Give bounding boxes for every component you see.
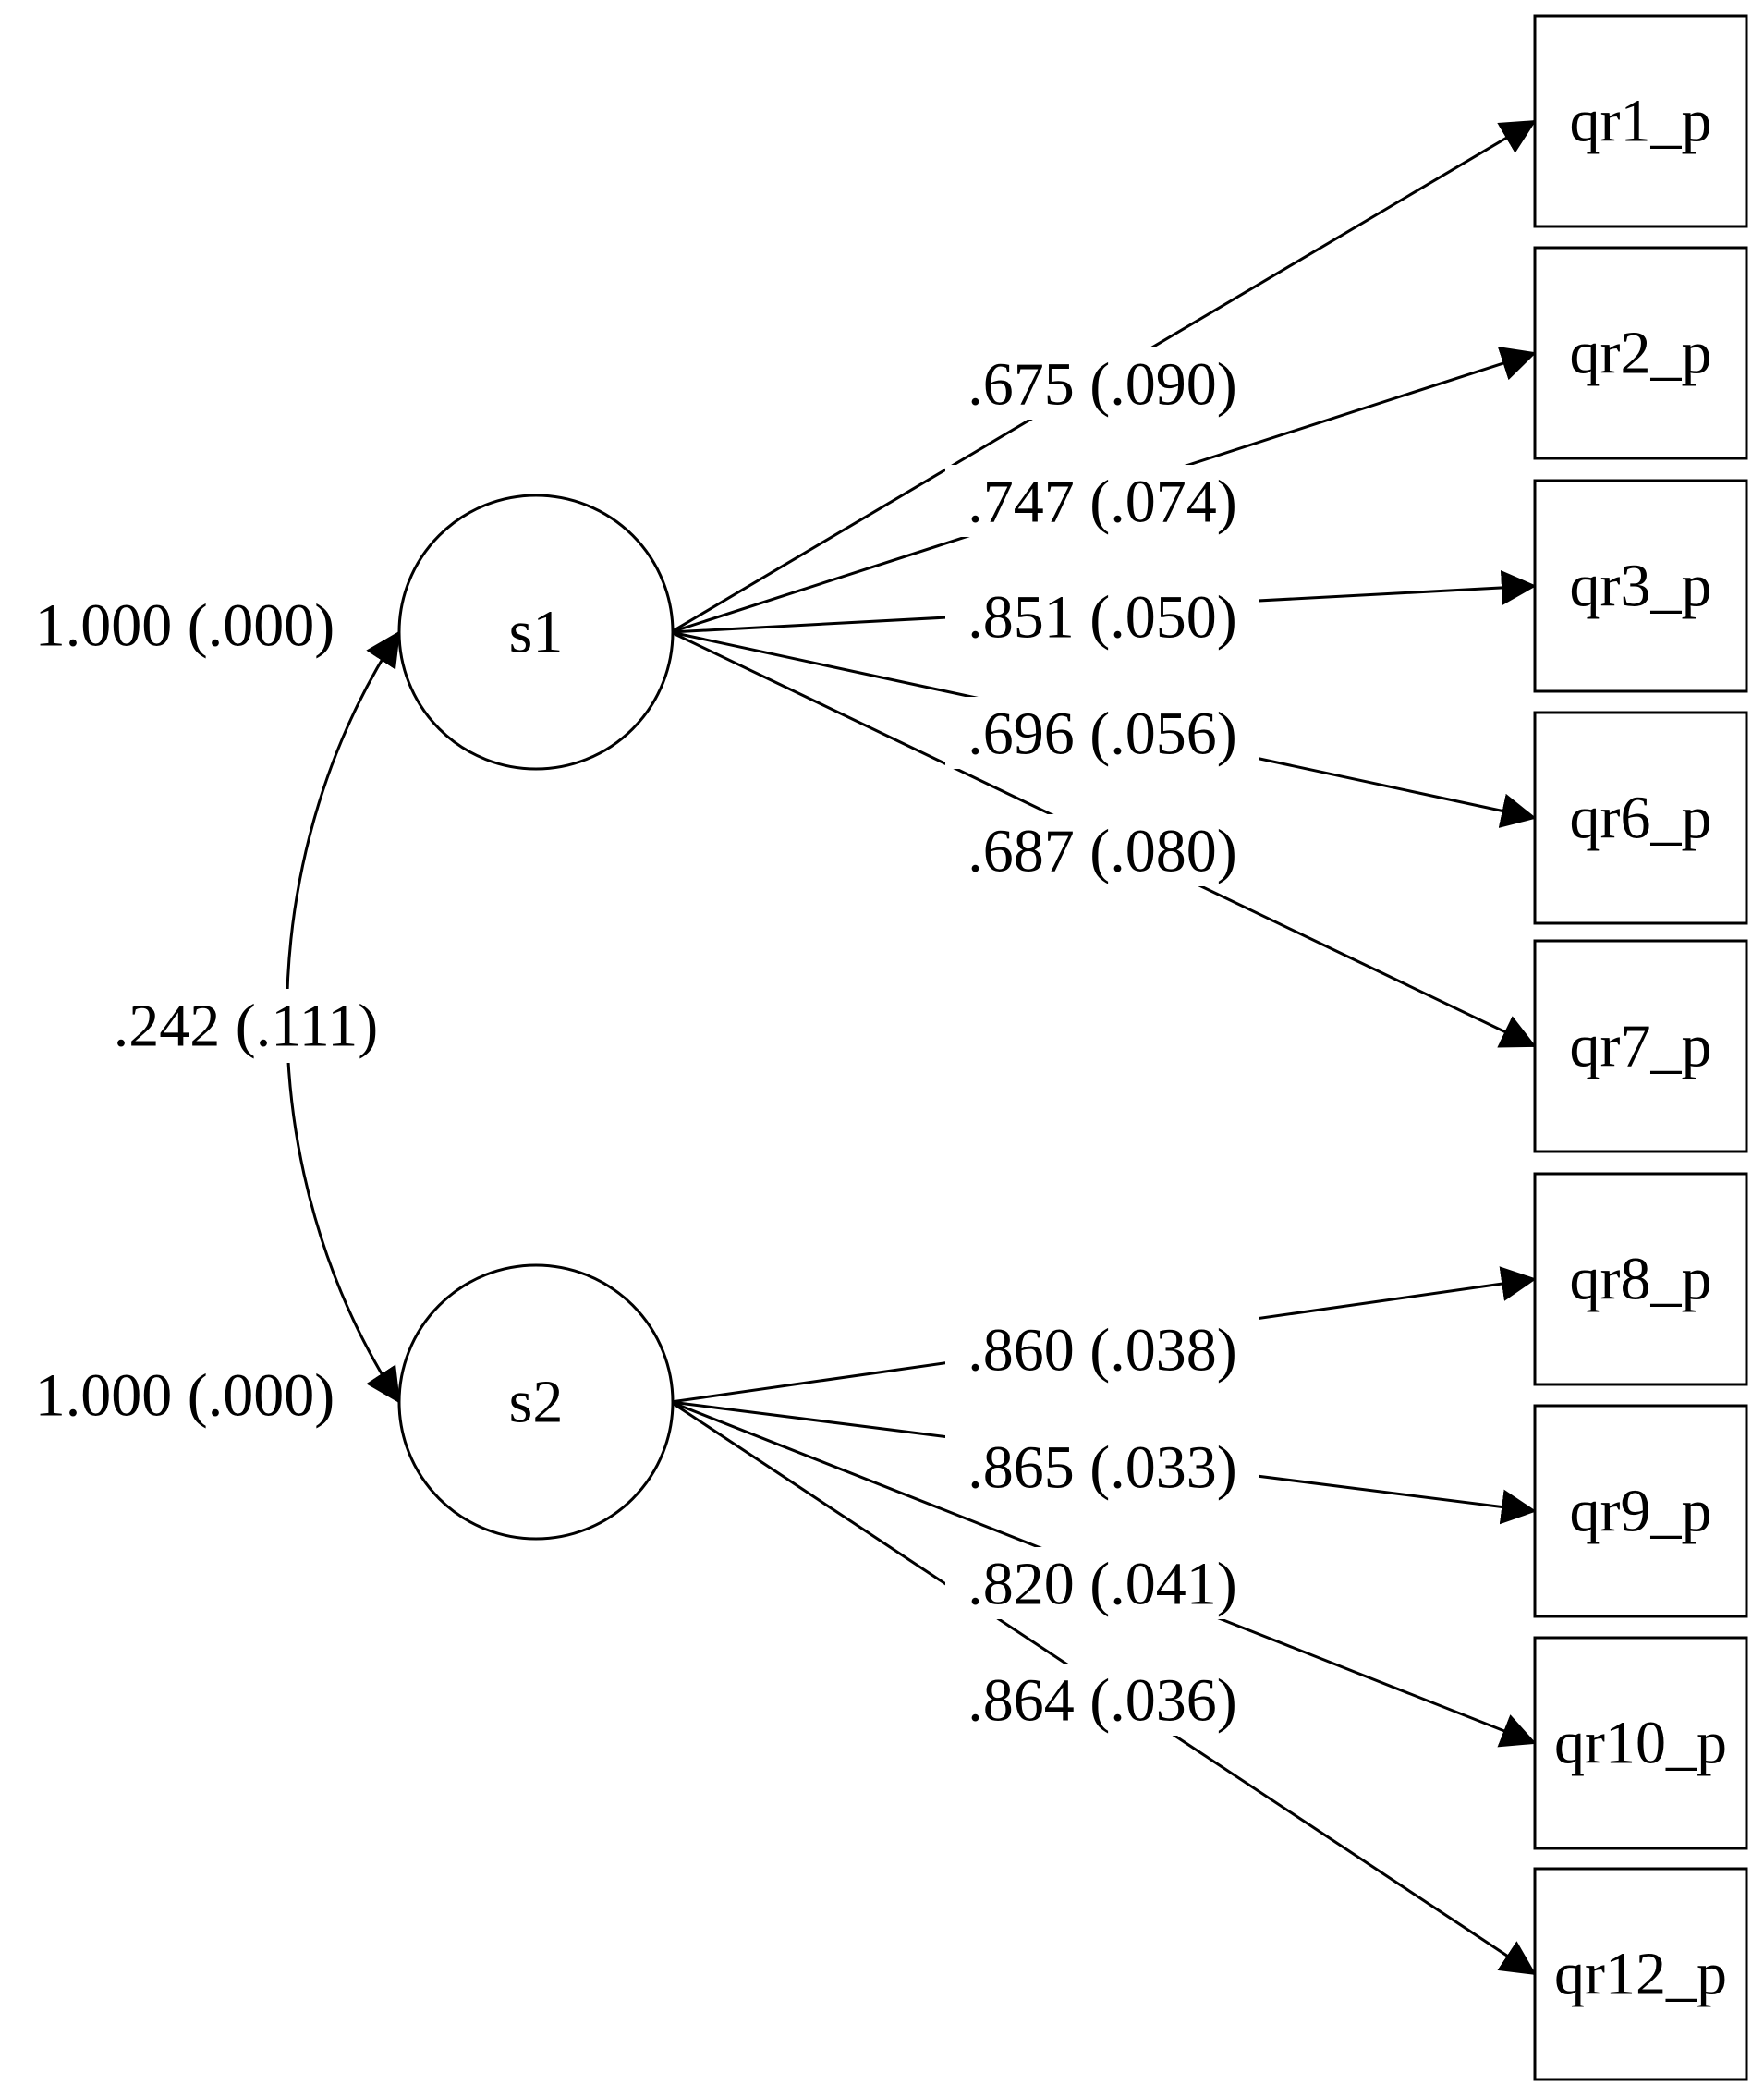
loading-label-qr6_p: .696 (.056) — [967, 701, 1236, 768]
loading-label-bg-qr3_p — [945, 580, 1259, 652]
indicator-label-qr8_p: qr8_p — [1570, 1246, 1712, 1313]
indicator-box-qr2_p — [1533, 246, 1748, 460]
loading-label-qr12_p: .864 (.036) — [967, 1667, 1236, 1735]
loading-label-qr8_p: .860 (.038) — [967, 1317, 1236, 1384]
indicator-label-qr12_p: qr12_p — [1554, 1941, 1727, 2008]
indicator-label-qr2_p: qr2_p — [1570, 320, 1712, 387]
loading-label-bg-qr6_p — [945, 697, 1259, 769]
loading-label-qr7_p: .687 (.080) — [967, 818, 1236, 885]
loading-label-qr10_p: .820 (.041) — [967, 1551, 1236, 1618]
loading-label-bg-qr12_p — [945, 1664, 1259, 1736]
indicator-label-qr7_p: qr7_p — [1570, 1013, 1712, 1080]
indicator-box-qr3_p — [1533, 479, 1748, 693]
indicator-box-qr12_p — [1533, 1867, 1748, 2081]
indicator-box-qr10_p — [1533, 1636, 1748, 1850]
indicator-box-qr1_p — [1533, 14, 1748, 228]
loading-label-bg-qr2_p — [945, 465, 1259, 537]
loading-label-qr1_p: .675 (.090) — [967, 351, 1236, 419]
indicator-label-qr6_p: qr6_p — [1570, 785, 1712, 852]
indicator-box-qr7_p — [1533, 939, 1748, 1153]
covariance-label-bg — [92, 989, 397, 1063]
indicator-box-qr9_p — [1533, 1404, 1748, 1618]
loading-label-bg-qr1_p — [945, 347, 1259, 420]
indicator-label-qr10_p: qr10_p — [1554, 1710, 1727, 1777]
indicator-label-qr9_p: qr9_p — [1570, 1478, 1712, 1545]
loading-label-qr2_p: .747 (.074) — [967, 469, 1236, 536]
indicator-box-qr8_p — [1533, 1172, 1748, 1386]
indicator-label-qr1_p: qr1_p — [1570, 88, 1712, 155]
latent-label-s1: s1 — [509, 599, 564, 666]
latent-s2 — [397, 1263, 675, 1541]
loading-label-qr3_p: .851 (.050) — [967, 584, 1236, 652]
variance-label-s1: 1.000 (.000) — [35, 592, 335, 660]
loading-label-bg-qr7_p — [945, 814, 1259, 886]
loading-label-bg-qr9_p — [945, 1431, 1259, 1503]
indicator-box-qr6_p — [1533, 711, 1748, 925]
loading-label-bg-qr10_p — [945, 1547, 1259, 1619]
variance-label-s2: 1.000 (.000) — [35, 1362, 335, 1430]
latent-s1 — [397, 494, 675, 771]
loading-label-qr9_p: .865 (.033) — [967, 1434, 1236, 1502]
covariance-label: .242 (.111) — [114, 993, 379, 1060]
loading-label-bg-qr8_p — [945, 1313, 1259, 1385]
indicator-label-qr3_p: qr3_p — [1570, 553, 1712, 620]
latent-label-s2: s2 — [509, 1369, 564, 1436]
